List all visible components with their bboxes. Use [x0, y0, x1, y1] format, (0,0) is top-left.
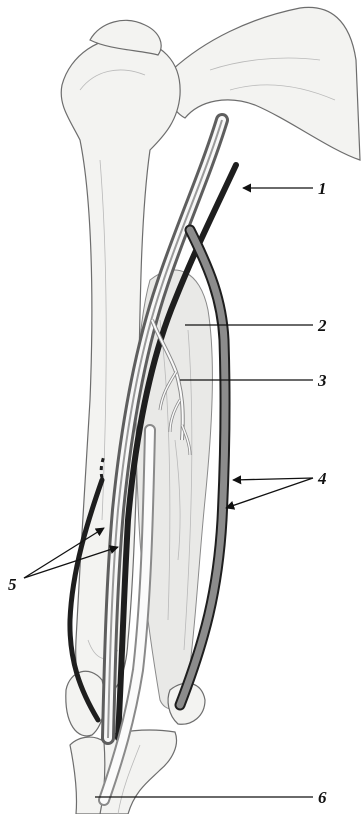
label-6: 6	[318, 788, 327, 807]
label-4: 4	[317, 469, 327, 488]
label-2: 2	[317, 316, 327, 335]
label-1: 1	[318, 179, 327, 198]
label-5: 5	[8, 575, 17, 594]
scapula	[169, 7, 360, 160]
label-3: 3	[317, 371, 327, 390]
